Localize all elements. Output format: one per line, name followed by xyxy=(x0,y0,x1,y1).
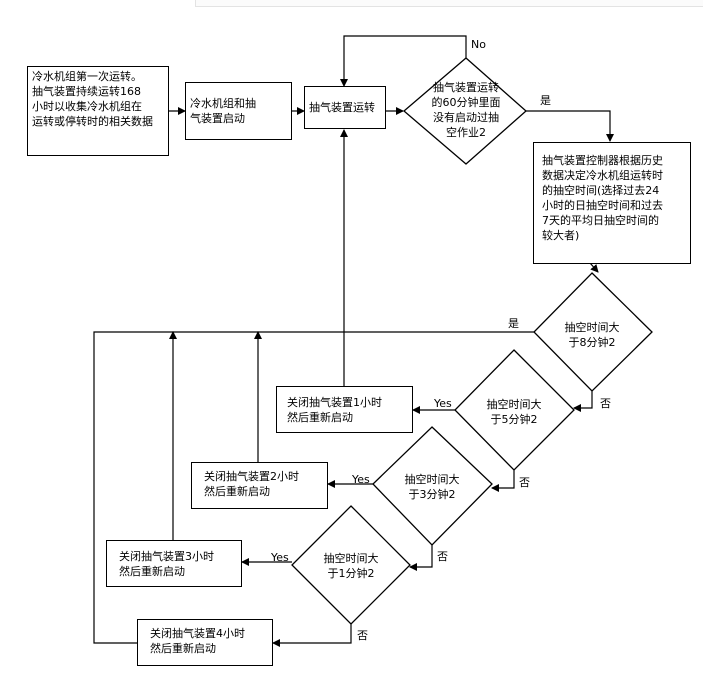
decision-60-text: 抽气装置运转 的60分钟里面 没有启动过抽 空作业2 xyxy=(431,81,501,139)
off-4h-box: 关闭抽气装置4小时 然后重新启动 xyxy=(137,619,273,666)
off-1h-box: 关闭抽气装置1小时 然后重新启动 xyxy=(276,386,413,433)
label-yes-60: 是 xyxy=(540,94,551,107)
label-yes-1: Yes xyxy=(271,551,289,564)
label-no-5: 否 xyxy=(519,476,530,489)
edge-decision8-no xyxy=(573,390,593,412)
purge-run-box: 抽气装置运转 xyxy=(304,86,386,129)
window-top-bar xyxy=(195,0,703,7)
chiller-start-box: 冷水机组和抽 气装置启动 xyxy=(185,82,292,140)
decision-1-text: 抽空时间大 于1分钟2 xyxy=(323,552,379,580)
decision-1-diamond xyxy=(291,505,411,625)
decision-5-text: 抽空时间大 于5分钟2 xyxy=(486,398,542,426)
edge-controller-to-decision8 xyxy=(589,262,599,273)
edge-off4h-return xyxy=(93,331,350,644)
controller-box: 抽气装置控制器根据历史 数据决定冷水机组运转时 的抽空时间(选择过去24 小时的… xyxy=(533,142,691,264)
off-3h-box: 关闭抽气装置3小时 然后重新启动 xyxy=(106,540,242,587)
decision-8-text: 抽空时间大 于8分钟2 xyxy=(564,321,620,349)
decision-3-diamond xyxy=(372,426,493,546)
decision-3-text: 抽空时间大 于3分钟2 xyxy=(404,473,460,501)
start-box: 冷水机组第一次运转。 抽气装置持续运转168 小时以收集冷水机组在 运转或停转时… xyxy=(27,66,169,156)
edge-yes-to-controller xyxy=(526,110,614,142)
edge-no-loop xyxy=(340,35,467,87)
edge-decision5-no xyxy=(491,470,515,492)
decision-60-diamond xyxy=(402,57,527,165)
label-yes-8: 是 xyxy=(508,317,519,330)
label-yes-5: Yes xyxy=(434,397,452,410)
label-no-8: 否 xyxy=(600,397,611,410)
label-yes-3: Yes xyxy=(352,473,370,486)
off-2h-box: 关闭抽气装置2小时 然后重新启动 xyxy=(191,462,328,509)
decision-8-diamond xyxy=(533,272,653,392)
edge-decision1-no xyxy=(272,623,352,647)
label-no: No xyxy=(471,38,486,51)
edge-decision3-no xyxy=(409,545,433,571)
decision-5-diamond xyxy=(454,349,575,471)
label-no-1: 否 xyxy=(357,629,368,642)
label-no-3: 否 xyxy=(437,550,448,563)
